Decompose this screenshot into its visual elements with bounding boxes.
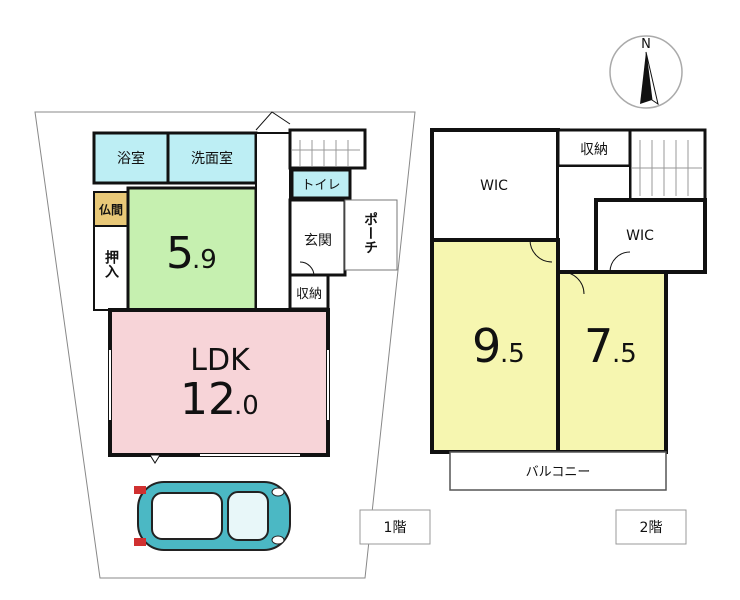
lot-boundary bbox=[34, 111, 416, 579]
bedroom-9-5 bbox=[430, 238, 560, 454]
floor-1 bbox=[92, 111, 398, 464]
bedroom2-size-decimal: .5 bbox=[612, 339, 637, 369]
floor-2-label: 2階 bbox=[640, 520, 663, 536]
stair-treads-1f bbox=[292, 140, 360, 166]
washroom-label: 洗面室 bbox=[191, 150, 233, 167]
door-bedroom2 bbox=[561, 271, 585, 295]
bath-label: 浴室 bbox=[117, 150, 145, 167]
hallway bbox=[255, 132, 291, 311]
floor-2-label-box bbox=[615, 509, 687, 545]
japanese-room-size-decimal: .9 bbox=[192, 245, 217, 275]
stairs-1f bbox=[288, 128, 367, 170]
bedroom2-size-main: 7 bbox=[584, 319, 613, 373]
wic-left-label: WIC bbox=[480, 178, 508, 194]
balcony-label: バルコニー bbox=[526, 465, 591, 480]
balcony bbox=[449, 451, 667, 491]
ldk-size-main: 12 bbox=[180, 374, 236, 425]
door-bedroom1 bbox=[529, 239, 553, 263]
ldk-label: LDK bbox=[190, 343, 251, 378]
wic-right-label: WIC bbox=[626, 228, 654, 244]
toilet-label: トイレ bbox=[301, 178, 340, 193]
compass-north-label: N bbox=[641, 37, 651, 52]
toilet-room bbox=[290, 168, 352, 200]
bedroom1-size-main: 9 bbox=[472, 319, 501, 373]
butsuma-label: 仏間 bbox=[99, 203, 123, 217]
door-wic-right bbox=[609, 251, 631, 273]
storage-1f bbox=[288, 273, 330, 311]
floor-2 bbox=[430, 128, 707, 491]
ldk-size-decimal: .0 bbox=[234, 391, 259, 421]
bedroom1-size-decimal: .5 bbox=[500, 339, 525, 369]
stair-treads-2f bbox=[632, 140, 702, 196]
entry-marker bbox=[149, 454, 161, 464]
porch-label: ポーチ bbox=[362, 212, 378, 254]
washroom bbox=[166, 131, 258, 185]
porch bbox=[344, 199, 398, 271]
bedroom-7-5 bbox=[556, 270, 668, 454]
storage-1f-label: 収納 bbox=[296, 287, 322, 302]
stairs-2f bbox=[628, 128, 707, 202]
floor-1-label-box bbox=[359, 509, 431, 545]
floor-1-label: 1階 bbox=[384, 520, 407, 536]
car-icon bbox=[134, 481, 291, 551]
door-stair bbox=[255, 111, 291, 131]
japanese-room-size-main: 5 bbox=[166, 228, 194, 279]
door-genkan bbox=[299, 261, 315, 277]
oshiire-label: 押入 bbox=[103, 249, 119, 278]
compass-icon bbox=[609, 35, 683, 109]
genkan-label: 玄関 bbox=[304, 232, 332, 249]
storage-2f-label: 収納 bbox=[580, 142, 608, 158]
